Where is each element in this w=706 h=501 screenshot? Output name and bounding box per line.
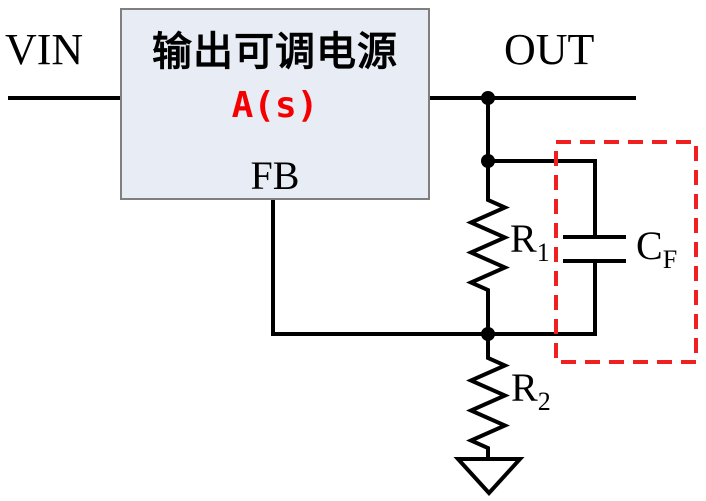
r1-subscript: 1: [536, 238, 550, 267]
r2-subscript: 2: [537, 387, 551, 416]
transfer-function-label: A(s): [231, 85, 319, 126]
r2-symbol-text: R: [511, 365, 538, 410]
r1-label: R1: [510, 216, 550, 266]
ground-icon: [453, 457, 525, 496]
junction-dot-top: [481, 154, 495, 168]
power-supply-block: 输出可调电源 A(s) FB: [120, 8, 430, 200]
r2-label: R2: [511, 365, 551, 415]
r1-symbol-text: R: [510, 216, 537, 261]
out-label: OUT: [504, 25, 595, 74]
r1-resistor-symbol: [466, 161, 510, 336]
r2-resistor-symbol: [466, 332, 510, 459]
fb-pin-label: FB: [250, 153, 300, 198]
cf-label: CF: [636, 223, 677, 273]
block-title: 输出可调电源: [152, 29, 398, 74]
cf-symbol-text: C: [636, 223, 663, 268]
cf-top-lead-wire: [486, 159, 597, 239]
junction-dot-out: [481, 91, 495, 105]
cf-highlight-box: [554, 140, 698, 364]
cf-subscript: F: [662, 245, 678, 274]
junction-dot-fb: [481, 327, 495, 341]
vin-label: VIN: [5, 25, 84, 74]
